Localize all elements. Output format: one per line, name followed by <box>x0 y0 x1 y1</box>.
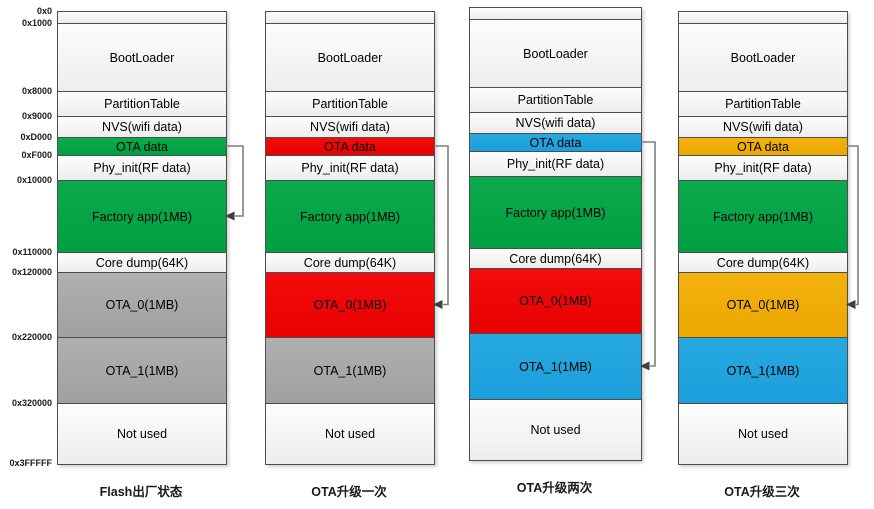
block-ota-data: OTA data <box>266 138 434 156</box>
block-ota-data: OTA data <box>679 138 847 156</box>
ota-arrow-line-3 <box>641 141 656 367</box>
block-bootloader: BootLoader <box>266 24 434 92</box>
block-partitiontable: PartitionTable <box>470 88 641 113</box>
block-factory-app-1mb: Factory app(1MB) <box>266 181 434 253</box>
block-bootloader: BootLoader <box>58 24 226 92</box>
block-ota-0-1mb: OTA_0(1MB) <box>679 273 847 338</box>
block-partitiontable: PartitionTable <box>266 92 434 117</box>
block-not-used: Not used <box>266 404 434 464</box>
address-label-0x10000: 0x10000 <box>16 175 52 185</box>
address-label-0xd000: 0xD000 <box>20 132 52 142</box>
block-core-dump-64k: Core dump(64K) <box>679 253 847 273</box>
block-phy-init-rf-data: Phy_init(RF data) <box>470 152 641 177</box>
block-factory-app-1mb: Factory app(1MB) <box>58 181 226 253</box>
address-label-0x8000: 0x8000 <box>21 86 52 96</box>
address-label-0xf000: 0xF000 <box>21 150 52 160</box>
block-ota-data: OTA data <box>58 138 226 156</box>
column-caption-1: Flash出厂状态 <box>99 485 183 499</box>
block-bootloader: BootLoader <box>470 20 641 88</box>
block-nvs-wifi-data: NVS(wifi data) <box>679 117 847 138</box>
block-ota-0-1mb: OTA_0(1MB) <box>470 269 641 334</box>
block-not-used: Not used <box>58 404 226 464</box>
address-label-0x9000: 0x9000 <box>21 111 52 121</box>
address-label-0x0: 0x0 <box>36 6 52 16</box>
block-factory-app-1mb: Factory app(1MB) <box>470 177 641 249</box>
block-not-used: Not used <box>470 400 641 460</box>
block-core-dump-64k: Core dump(64K) <box>58 253 226 273</box>
block-partitiontable: PartitionTable <box>58 92 226 117</box>
ota-arrow-line-1 <box>226 145 244 217</box>
block-nvs-wifi-data: NVS(wifi data) <box>266 117 434 138</box>
ota-arrow-line-2 <box>434 145 449 306</box>
block-reserved <box>58 12 226 24</box>
address-label-0x110000: 0x110000 <box>12 247 52 257</box>
block-reserved <box>470 8 641 20</box>
block-reserved <box>679 12 847 24</box>
address-label-0x320000: 0x320000 <box>11 398 52 408</box>
block-nvs-wifi-data: NVS(wifi data) <box>470 113 641 134</box>
block-ota-0-1mb: OTA_0(1MB) <box>266 273 434 338</box>
block-core-dump-64k: Core dump(64K) <box>266 253 434 273</box>
block-ota-data: OTA data <box>470 134 641 152</box>
block-factory-app-1mb: Factory app(1MB) <box>679 181 847 253</box>
block-ota-1-1mb: OTA_1(1MB) <box>679 338 847 404</box>
block-ota-1-1mb: OTA_1(1MB) <box>470 334 641 400</box>
address-label-0x120000: 0x120000 <box>11 267 52 277</box>
block-phy-init-rf-data: Phy_init(RF data) <box>679 156 847 181</box>
column-caption-3: OTA升级两次 <box>516 481 593 495</box>
column-caption-2: OTA升级一次 <box>311 485 387 499</box>
block-reserved <box>266 12 434 24</box>
block-phy-init-rf-data: Phy_init(RF data) <box>266 156 434 181</box>
address-label-0x1000: 0x1000 <box>21 18 52 28</box>
block-ota-1-1mb: OTA_1(1MB) <box>58 338 226 404</box>
column-caption-4: OTA升级三次 <box>724 485 800 499</box>
address-label-0x220000: 0x220000 <box>11 332 52 342</box>
block-ota-0-1mb: OTA_0(1MB) <box>58 273 226 338</box>
block-ota-1-1mb: OTA_1(1MB) <box>266 338 434 404</box>
block-core-dump-64k: Core dump(64K) <box>470 249 641 269</box>
block-bootloader: BootLoader <box>679 24 847 92</box>
block-phy-init-rf-data: Phy_init(RF data) <box>58 156 226 181</box>
address-label-0x3fffff: 0x3FFFFF <box>9 458 52 468</box>
block-nvs-wifi-data: NVS(wifi data) <box>58 117 226 138</box>
ota-arrow-line-4 <box>847 145 859 306</box>
block-partitiontable: PartitionTable <box>679 92 847 117</box>
block-not-used: Not used <box>679 404 847 464</box>
